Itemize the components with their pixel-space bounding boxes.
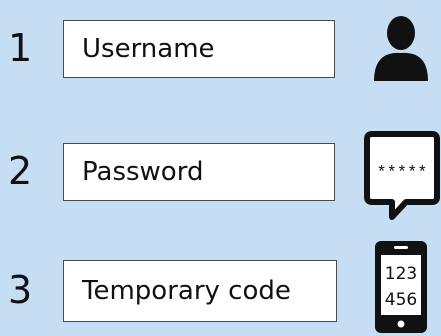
phone-icon: 123 456 xyxy=(375,241,427,333)
masked-password-text: ***** xyxy=(376,164,427,183)
step-row-temporary-code: 3 Temporary code 123 456 xyxy=(0,241,441,333)
user-icon xyxy=(374,16,428,81)
password-message-icon: ***** xyxy=(364,131,440,220)
step-row-username: 1 Username xyxy=(0,15,441,85)
step-number: 1 xyxy=(8,26,33,70)
password-field: Password xyxy=(63,143,335,201)
password-label: Password xyxy=(82,157,204,187)
username-label: Username xyxy=(82,34,215,64)
username-field: Username xyxy=(63,20,335,78)
temporary-code-field: Temporary code xyxy=(63,260,337,322)
step-number: 3 xyxy=(8,268,33,312)
temporary-code-label: Temporary code xyxy=(82,276,291,306)
step-row-password: 2 Password ***** xyxy=(0,131,441,220)
code-line-1: 123 xyxy=(385,264,417,284)
code-line-2: 456 xyxy=(385,290,417,310)
step-number: 2 xyxy=(8,149,33,193)
